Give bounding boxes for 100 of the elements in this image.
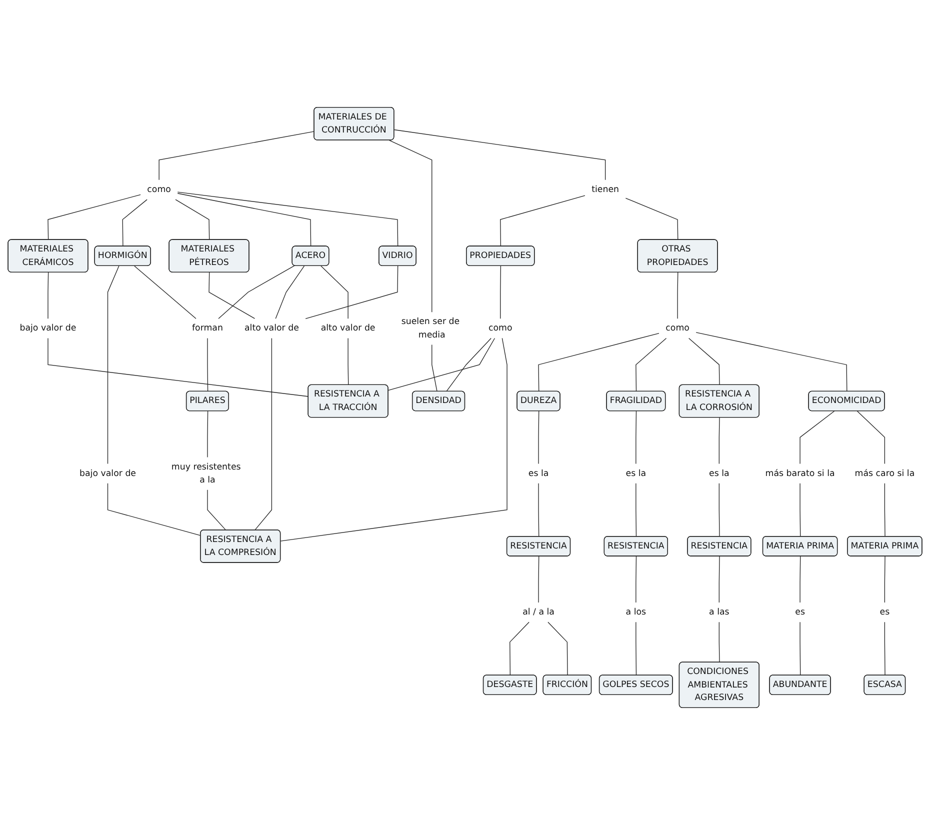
connector-line [538, 483, 540, 538]
concept-box: GOLPES SECOS [598, 674, 673, 696]
concept-box: RESISTENCIA A LA CORROSIÓN [678, 384, 760, 418]
concept-box: RESISTENCIA [604, 536, 668, 556]
connector-line [800, 483, 801, 538]
connector-line [207, 338, 208, 392]
concept-box: RESISTENCIA [506, 536, 571, 556]
linking-phrase: es la [626, 468, 646, 478]
concept-box: ESCASA [864, 674, 906, 696]
connector-line [625, 198, 678, 240]
connector-line [158, 131, 315, 180]
concept-box: RESISTENCIA A LA TRACCIÓN [308, 384, 388, 418]
connector-line [884, 556, 886, 603]
connector-line [320, 266, 348, 319]
concept-box: PILARES [186, 390, 229, 412]
concept-box: RESISTENCIA A LA COMPRESIÓN [200, 530, 281, 563]
linking-phrase: forman [192, 323, 223, 334]
concept-box: MATERIALES PÉTREOS [168, 239, 250, 272]
connector-line [134, 266, 196, 319]
linking-phrase: como [666, 323, 690, 334]
concept-box: ACERO [292, 246, 330, 266]
connector-line [122, 199, 148, 247]
connector-line [388, 338, 496, 391]
connector-line [48, 272, 49, 319]
connector-line [510, 622, 530, 676]
linking-phrase: es [880, 607, 890, 618]
connector-line [388, 140, 432, 312]
connector-line [677, 272, 678, 319]
connector-line [177, 193, 312, 247]
connector-line [275, 266, 305, 319]
linking-phrase: más barato si la [765, 468, 835, 478]
concept-box: ABUNDANTE [769, 674, 831, 696]
connector-line [48, 194, 141, 240]
connector-line [718, 622, 720, 663]
concept-box: PROPIEDADES [466, 246, 535, 266]
concept-box: ECONOMICIDAD [808, 390, 885, 412]
connector-line [394, 129, 606, 180]
connector-line [856, 410, 886, 464]
connector-line [177, 192, 398, 247]
concept-box: MATERIALES CERÁMICOS [8, 239, 88, 272]
connector-line [718, 417, 720, 464]
concept-box: RESISTENCIA [687, 536, 752, 556]
connector-line [800, 622, 801, 676]
connector-line [884, 483, 886, 538]
connector-line [432, 344, 438, 392]
connector-line [280, 338, 508, 542]
connector-line [500, 266, 502, 319]
concept-box: MATERIA PRIMA [762, 536, 838, 556]
connector-line [500, 195, 586, 247]
connector-line [538, 556, 540, 603]
linking-phrase: es la [709, 468, 730, 478]
connector-line [696, 332, 848, 392]
linking-phrase: como [488, 323, 512, 334]
connector-line [548, 622, 568, 676]
connector-line [175, 199, 210, 240]
concept-box: DESGASTE [482, 674, 537, 696]
connector-line [718, 556, 720, 603]
connector-line [718, 483, 720, 538]
connector-line [688, 338, 720, 386]
connector-line [48, 338, 309, 397]
connector-line [348, 338, 349, 386]
linking-phrase: a las [709, 607, 730, 618]
connector-line [636, 483, 637, 538]
connector-line [538, 410, 540, 464]
connector-line [207, 410, 208, 458]
connector-line [208, 272, 256, 319]
concept-box: CONDICIONES AMBIENTALES AGRESIVAS [678, 662, 760, 708]
connector-line [636, 410, 637, 464]
connector-line [884, 622, 886, 676]
linking-phrase: más caro si la [854, 468, 915, 478]
connector-line [800, 410, 835, 464]
linking-phrase: al / a la [522, 607, 554, 618]
concept-box: MATERIALES DE CONTRUCCIÓN [314, 107, 394, 140]
concept-box: OTRAS PROPIEDADES [637, 239, 718, 272]
connector-line [254, 338, 272, 531]
connector-line [107, 483, 202, 536]
connector-line [305, 266, 398, 319]
linking-phrase: es la [528, 468, 549, 478]
concept-box: HORMIGÓN [94, 246, 151, 266]
connector-line [446, 338, 492, 392]
concept-box: DENSIDAD [412, 390, 466, 412]
linking-phrase: tienen [592, 184, 620, 195]
concept-box: DUREZA [516, 390, 560, 412]
concept-box: MATERIA PRIMA [847, 536, 922, 556]
linking-phrase: alto valor de [244, 323, 299, 334]
connector-line [218, 265, 295, 319]
linking-phrase: como [147, 184, 171, 195]
concept-box: VIDRIO [378, 246, 416, 266]
linking-phrase: es [795, 607, 805, 618]
connector-line [538, 332, 660, 392]
connector-line [636, 622, 637, 676]
linking-phrase: alto valor de [320, 323, 376, 334]
linking-phrase: bajo valor de [80, 468, 136, 478]
concept-box: FRAGILIDAD [606, 390, 666, 412]
connector-line [107, 266, 120, 464]
connector-line [800, 556, 801, 603]
linking-phrase: muy resistentes a la [171, 462, 241, 485]
linking-phrase: bajo valor de [20, 323, 76, 334]
connector-line [207, 490, 226, 531]
linking-phrase: a los [626, 607, 646, 618]
